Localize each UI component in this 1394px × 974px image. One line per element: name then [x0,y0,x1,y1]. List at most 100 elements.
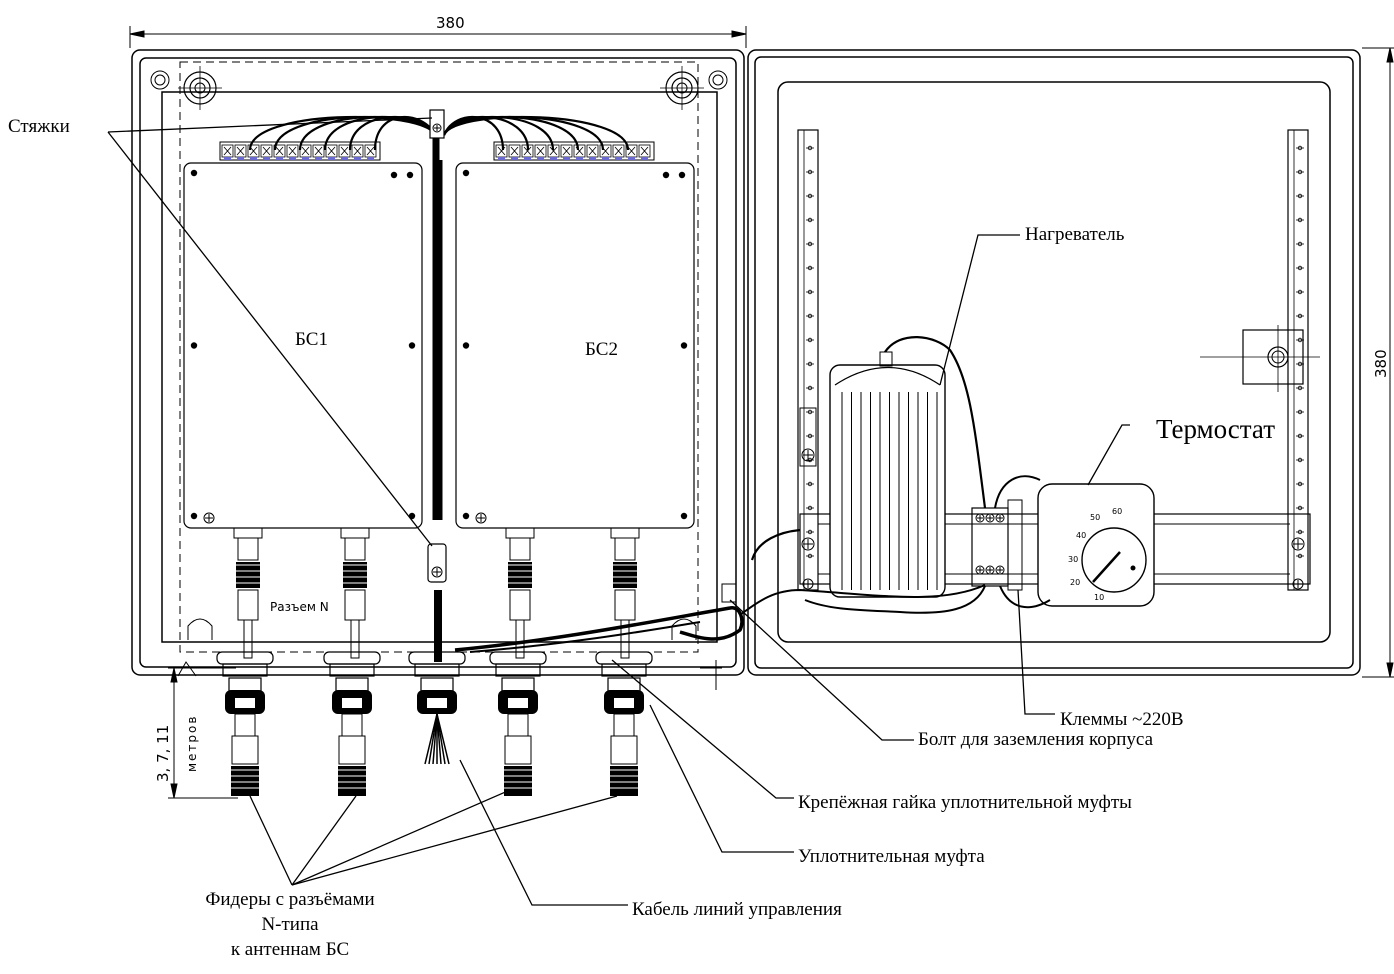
cable-bundle [248,109,630,662]
enclosure-body-inner [139,57,737,668]
screw-icon [462,342,470,349]
thermostat-scale-label: 10 [1094,593,1104,602]
screw-icon [190,342,198,349]
label-terminals: Клеммы ~220В [1060,709,1184,730]
leader-line [459,759,628,906]
leader-line [291,789,511,886]
base-station [455,162,695,529]
enclosure-door-inner [754,56,1354,669]
base-station [183,162,423,529]
screw-icon [190,512,198,520]
thermostat: 10 20 30 40 50 60 [1037,483,1155,607]
enclosure-frame [131,49,1361,676]
label-connector-n: Разъем N [270,600,329,614]
label-heater: Нагреватель [1025,224,1125,245]
n-connector [233,527,263,659]
screw-icon [1291,537,1305,551]
hinge [177,661,197,677]
dimension-cable-length-unit: метров [185,715,199,772]
screw-icon [680,342,688,349]
screw-icon [462,512,470,520]
n-connector [505,527,535,659]
leader-line [291,795,618,886]
thermostat-scale-label: 60 [1112,507,1122,516]
label-fixing-nut: Крепёжная гайка уплотнительной муфты [798,792,1132,813]
dimension-cable-length-num: 3, 7, 11 [154,725,172,782]
screw-icon [462,169,470,177]
label-ground-bolt: Болт для заземления корпуса [918,729,1154,750]
enclosure-body [131,49,745,676]
door-lock [1200,325,1320,392]
screw-icon [475,512,487,524]
dimension-width [129,26,747,48]
leader-lines [107,117,1130,906]
mounting-bolts [150,66,728,110]
leader-line [939,234,1020,386]
thermostat-scale-label: 50 [1090,513,1100,522]
leader-line [249,795,293,886]
label-control-cable: Кабель линий управления [632,899,842,920]
leader-line [107,117,433,133]
power-wires [454,336,1051,653]
screw-icon [678,171,686,179]
sealing-gland [323,651,381,796]
screw-icon [985,513,995,523]
screw-icon [408,342,416,349]
screw-icon [802,578,814,590]
screw-icon [995,565,1005,575]
sealing-gland [408,651,466,765]
thermostat-scale-label: 40 [1076,531,1086,540]
sealing-gland [216,651,274,796]
leader-line [107,131,433,547]
label-sealing-gland: Уплотнительная муфта [798,846,985,867]
sealing-gland [489,651,547,796]
label-ties: Стяжки [8,116,70,137]
leader-line [611,659,794,799]
leader-line [1017,589,1055,715]
screw-icon [390,171,398,179]
label-feeders-line1: Фидеры с разъёмами [205,889,374,910]
dimension-cable-length [168,667,238,799]
screw-icon [975,513,985,523]
screw-icon [985,565,995,575]
leader-line [729,599,914,741]
screw-icon [975,565,985,575]
thermostat-scale-label: 20 [1070,578,1080,587]
n-connector [610,527,640,659]
screw-icon [203,512,215,524]
leader-line [649,704,794,853]
label-feeders-line3: к антеннам БС [231,939,349,960]
n-connector [340,527,370,659]
screw-icon [1292,578,1304,590]
label-feeders-line2: N-типа [261,914,319,935]
label-bs1: БС1 [295,329,328,350]
screw-icon [801,537,815,551]
dimension-height [1362,47,1394,678]
screw-icon [995,513,1005,523]
leader-line [1087,424,1130,486]
ground-bolt [721,583,737,603]
thermostat-scale-label: 30 [1068,555,1078,564]
terminal-strip [219,141,381,161]
enclosure-door [747,49,1361,676]
dimension-width-label: 380 [436,14,465,32]
sealing-gland [595,651,653,796]
cable-tie [427,543,447,583]
heater [829,351,946,598]
door-panel [777,81,1331,643]
label-thermostat: Термостат [1156,414,1275,444]
screw-icon [190,169,198,177]
label-bs2: БС2 [585,339,618,360]
screw-icon [406,171,414,179]
terminal-block [971,499,1023,591]
screw-icon [431,566,443,578]
leader-line [291,795,357,886]
screw-icon [680,512,688,520]
screw-icon [801,448,815,462]
screw-icon [662,171,670,179]
screw-icon [432,123,442,133]
slot [187,618,213,640]
dimension-height-label: 380 [1372,349,1390,378]
terminal-strip [493,141,655,161]
